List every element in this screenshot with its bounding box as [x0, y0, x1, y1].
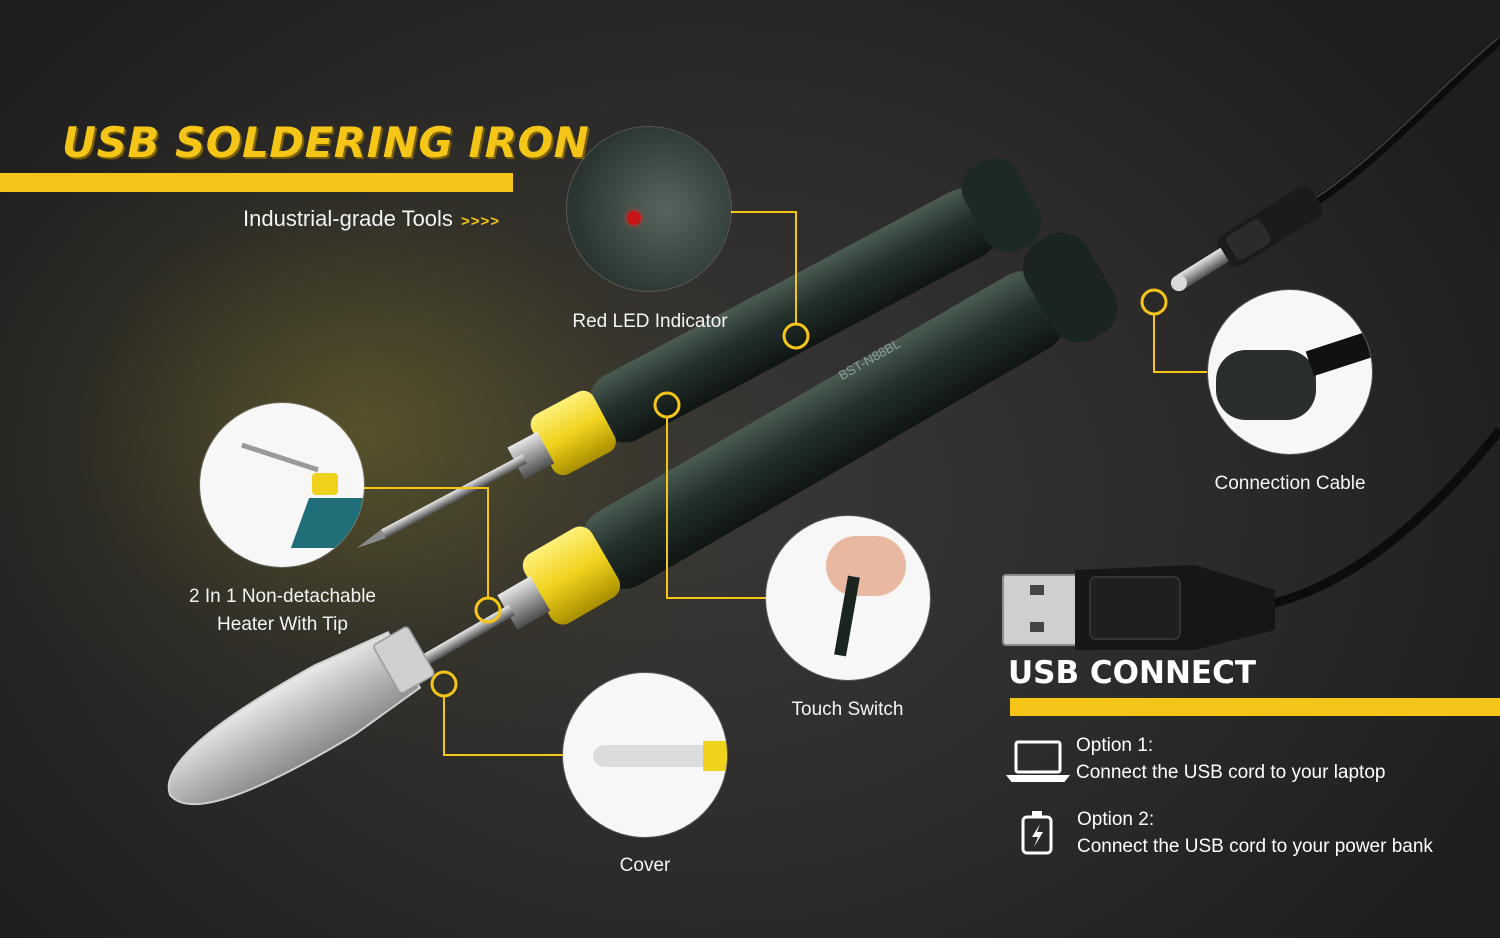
subtitle-arrows: >>>> — [460, 213, 500, 230]
detail-circle-heater — [200, 403, 364, 567]
leader-led — [730, 211, 797, 324]
label-heater-line2: Heater With Tip — [217, 614, 348, 635]
label-cover: Cover — [619, 855, 671, 876]
cable-top — [1307, 36, 1500, 209]
title-underline — [0, 173, 513, 192]
label-heater: 2 In 1 Non-detachable Heater With Tip — [170, 583, 395, 639]
detail-circle-cable — [1208, 290, 1372, 454]
label-touch-switch: Touch Switch — [791, 699, 904, 720]
usb-option-1-text: Connect the USB cord to your laptop — [1076, 762, 1386, 783]
detail-circle-led — [567, 127, 731, 291]
detail-circle-switch — [766, 516, 930, 680]
usb-option-2-text: Connect the USB cord to your power bank — [1077, 836, 1433, 857]
cable-bottom — [1264, 427, 1500, 610]
usb-plug — [1002, 565, 1275, 650]
leader-switch — [666, 417, 766, 599]
page-title: USB SOLDERING IRON — [62, 118, 590, 167]
subtitle-text: Industrial-grade Tools — [243, 206, 453, 231]
usb-option-1-label: Option 1: — [1076, 735, 1154, 756]
usb-option-2-label: Option 2: — [1077, 809, 1155, 830]
leader-cable — [1153, 314, 1207, 373]
callout-ring-cover — [430, 670, 458, 698]
callout-ring-cable — [1140, 288, 1168, 316]
usb-connect-underline — [1010, 698, 1500, 716]
usb-option-1: Option 1: Connect the USB cord to your l… — [1076, 732, 1385, 786]
detail-circle-cover — [563, 673, 727, 837]
led-dot — [627, 211, 641, 225]
iron-upper — [356, 157, 1042, 548]
label-heater-line1: 2 In 1 Non-detachable — [189, 586, 376, 607]
usb-connect-title: USB CONNECT — [1008, 655, 1256, 691]
leader-cover — [443, 696, 565, 756]
subtitle: Industrial-grade Tools >>>> — [243, 206, 500, 232]
audio-plug — [1170, 185, 1323, 292]
tip-cover — [167, 626, 435, 806]
usb-option-2: Option 2: Connect the USB cord to your p… — [1077, 806, 1433, 860]
leader-heater — [362, 487, 489, 598]
label-connection-cable: Connection Cable — [1214, 473, 1366, 494]
label-red-led: Red LED Indicator — [572, 311, 728, 332]
